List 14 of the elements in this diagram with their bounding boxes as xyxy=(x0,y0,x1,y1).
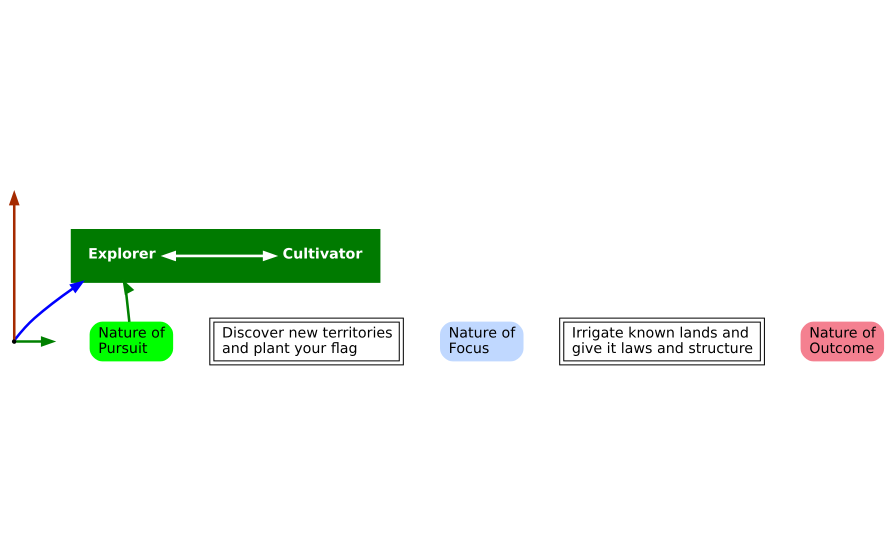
arrow xyxy=(160,250,278,261)
node-box: Nature of Outcome xyxy=(800,321,884,361)
arrow xyxy=(14,280,85,340)
node-box: Discover new territories and plant your flag xyxy=(209,317,404,365)
node-box: Nature of Pursuit xyxy=(90,321,174,361)
node-box: Nature of Focus xyxy=(440,321,524,361)
node-box: Irrigate known lands and give it laws and structure xyxy=(559,317,765,365)
arrow xyxy=(16,336,56,346)
node-text: Explorer xyxy=(88,246,156,262)
arrow xyxy=(8,190,20,340)
arrow xyxy=(122,278,134,322)
node-text: Cultivator xyxy=(282,246,362,262)
cluster xyxy=(70,228,380,282)
node-point xyxy=(12,338,17,344)
